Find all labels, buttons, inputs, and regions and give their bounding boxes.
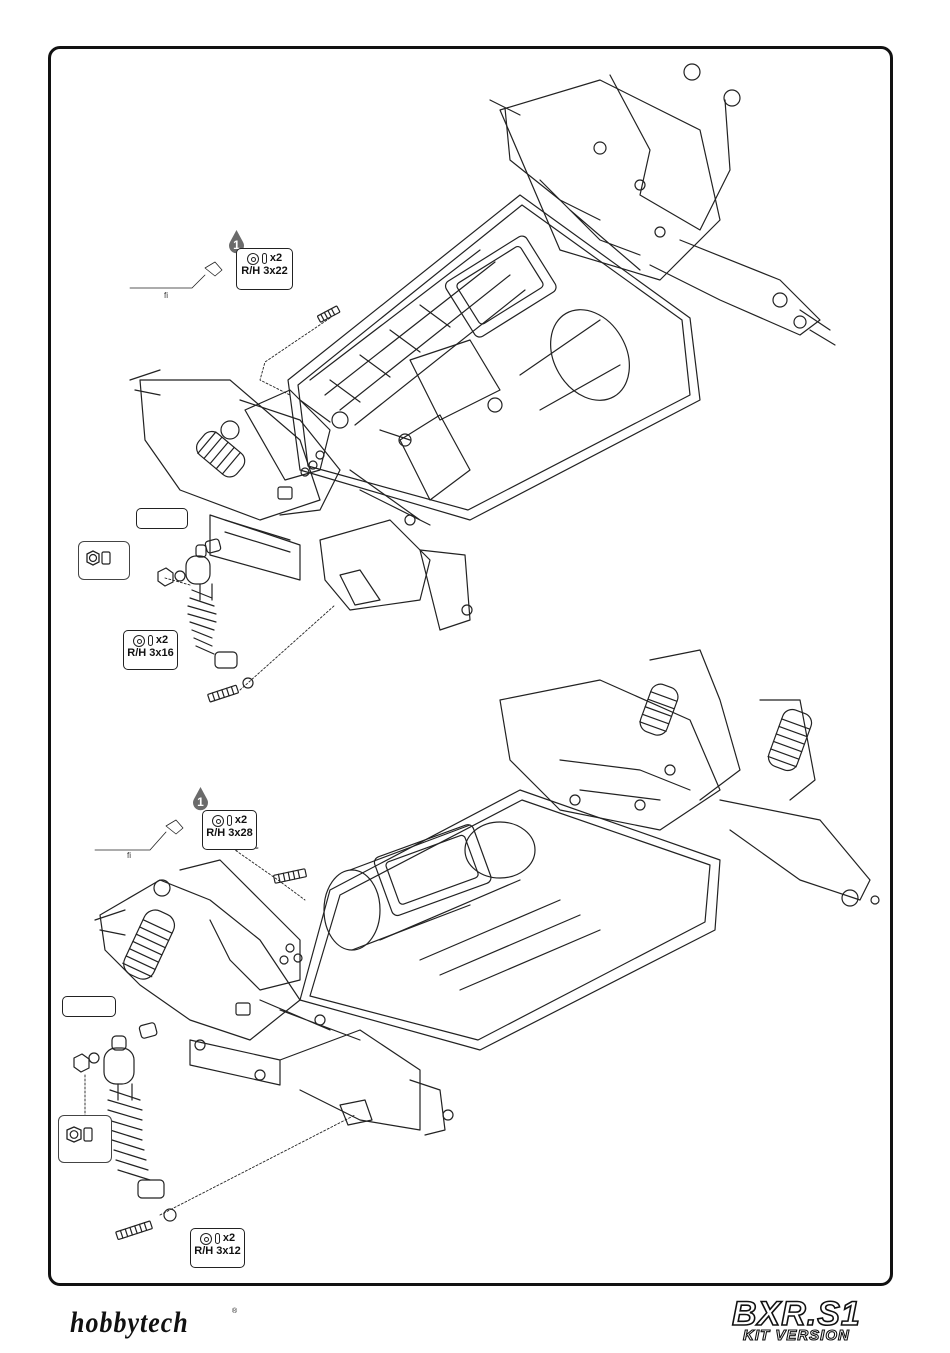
- spacer-icon: [262, 253, 267, 264]
- washer-icon: [133, 635, 145, 647]
- spacer-icon: [215, 1233, 220, 1244]
- hardware-screw: R/H 3x12: [191, 1245, 244, 1258]
- fi-label: fi: [127, 851, 131, 860]
- hardware-screw: R/H 3x16: [124, 647, 177, 660]
- hardware-callout-3x28: x2 R/H 3x28: [202, 810, 257, 850]
- top-chassis-drawing: [130, 64, 835, 702]
- hardware-screw: R/H 3x22: [237, 265, 292, 278]
- model-name: BXR.S1: [732, 1297, 861, 1331]
- loose-shock-bottom: [104, 1036, 176, 1221]
- spacer-icon: [227, 815, 232, 826]
- hardware-qty: x2: [156, 634, 168, 647]
- hobbytech-logo: hobbytech: [70, 1306, 189, 1341]
- hardware-callout-3x22: x2 R/H 3x22: [236, 248, 293, 290]
- registered-mark: ®: [232, 1308, 237, 1315]
- fi-label: fi: [164, 291, 168, 300]
- hardware-qty: x2: [235, 814, 247, 827]
- bxr-s1-logo: BXR.S1 KIT VERSION: [732, 1297, 861, 1344]
- blank-label-box: [136, 508, 188, 529]
- loose-shock-top: [186, 545, 253, 688]
- hardware-callout-3x16: x2 R/H 3x16: [123, 630, 178, 670]
- washer-icon: [247, 253, 259, 265]
- hardware-qty: x2: [223, 1232, 235, 1245]
- hardware-qty: x2: [270, 252, 282, 265]
- hardware-screw: R/H 3x28: [203, 827, 256, 840]
- hardware-callout-3x12: x2 R/H 3x12: [190, 1228, 245, 1268]
- edition-label: KIT VERSION: [732, 1327, 861, 1344]
- blank-label-box: [62, 996, 116, 1017]
- bottom-chassis-drawing: [74, 650, 879, 1240]
- nut-icon: [59, 1116, 111, 1162]
- nut-callout-box: [58, 1115, 112, 1163]
- washer-icon: [200, 1233, 212, 1245]
- step-number: 1: [192, 795, 209, 809]
- spacer-icon: [148, 635, 153, 646]
- nut-callout-box: [78, 541, 130, 580]
- washer-icon: [212, 815, 224, 827]
- nut-icon: [79, 542, 129, 579]
- step-marker-bottom: 1: [192, 787, 209, 811]
